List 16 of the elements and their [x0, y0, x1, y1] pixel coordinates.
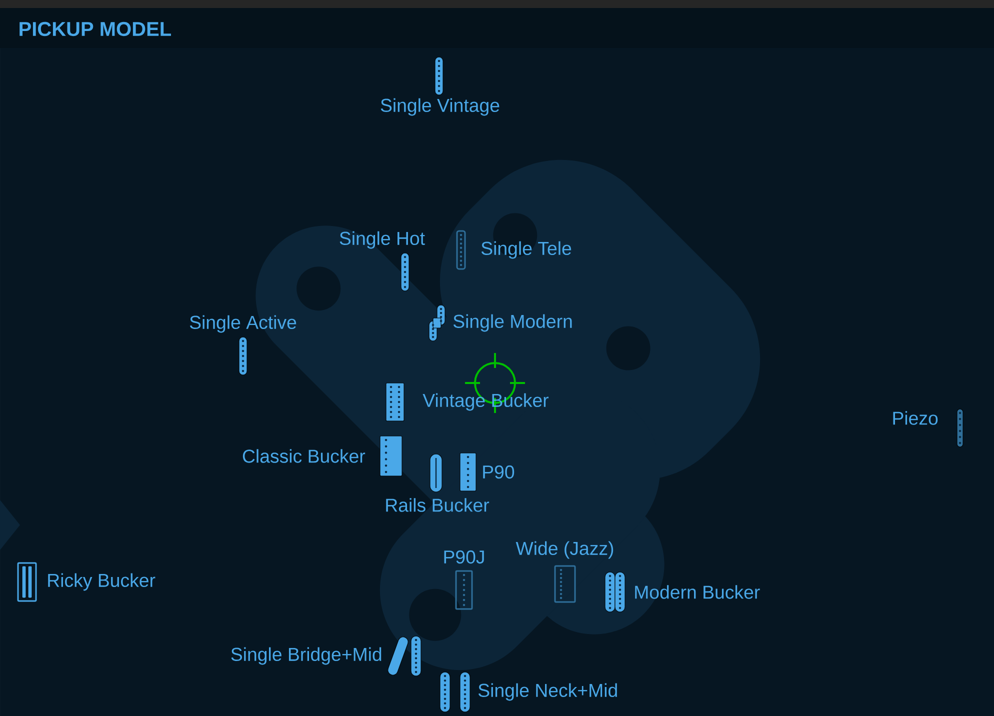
- pickup-label: Rails Bucker: [386, 498, 490, 512]
- pickup-label: Single Active: [190, 315, 296, 333]
- pickup-label: Single Tele: [481, 241, 572, 259]
- pickup-label: Single Modern: [453, 314, 572, 332]
- pickup-label: Single Hot: [340, 231, 425, 249]
- pickup-label: P90J: [444, 550, 484, 564]
- pickup-label: Single Vintage: [380, 98, 500, 116]
- panel-title: PICKUP MODEL: [20, 22, 171, 36]
- pickup-label: Single Neck+Mid: [478, 683, 617, 701]
- pickup-label: Wide (Jazz): [516, 541, 614, 559]
- pickup-label: Ricky Bucker: [48, 573, 156, 591]
- pickup-label: P90: [483, 465, 514, 479]
- pickup-label: Piezo: [893, 411, 938, 425]
- pickup-label: Modern Bucker: [635, 585, 760, 599]
- pickup-label: Classic Bucker: [242, 449, 366, 463]
- pickup-label: Single Bridge+Mid: [231, 647, 382, 665]
